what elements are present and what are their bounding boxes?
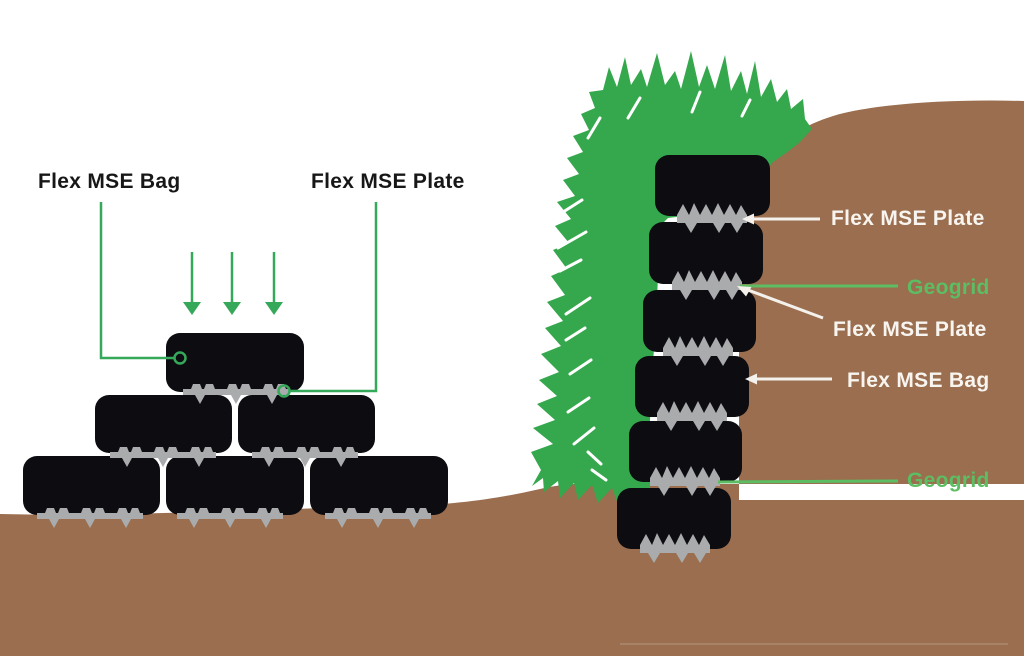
pyramid-bag-bottom-mid [166, 456, 304, 515]
grass-highlights [556, 90, 752, 482]
pyramid-bag-bottom-right [310, 456, 448, 515]
bags [23, 155, 770, 549]
right-arrowheads [737, 213, 757, 385]
right-plate-label-mid: Flex MSE Plate [833, 318, 987, 341]
left-bag-label: Flex MSE Bag [38, 170, 181, 193]
wall-bag-2 [649, 222, 763, 284]
right-plate-label-top: Flex MSE Plate [831, 207, 985, 230]
load-arrow-2-head [223, 302, 241, 315]
wall-bag-1 [655, 155, 770, 216]
plate-mid-arrow-shaft [747, 288, 824, 320]
pyramid-bag-mid-left [95, 395, 232, 453]
pyramid-plate-bottom-left [37, 508, 143, 528]
plate-callout-line [290, 202, 378, 393]
left-arrowheads [183, 302, 283, 315]
wall-bag-3 [643, 290, 756, 352]
pyramid-bag-top [166, 333, 304, 392]
geogrid-label-top: Geogrid [907, 276, 990, 299]
plate-mid-arrow-head [737, 286, 752, 297]
pyramid-bag-mid-right [238, 395, 375, 453]
pyramid-plate-bottom-mid [177, 508, 283, 528]
bag-callout-line [99, 202, 174, 360]
plate-callout-ring [277, 384, 291, 398]
left-plate-label: Flex MSE Plate [311, 170, 465, 193]
pyramid-plate-mid-right [252, 447, 358, 467]
pyramid-plate-top [183, 384, 289, 404]
geogrid-lines [717, 284, 899, 484]
pyramid-plate-bottom-right [325, 508, 431, 528]
wall-bag-5 [629, 421, 742, 482]
wall-bag-6 [617, 488, 731, 549]
pyramid-bag-bottom-left [23, 456, 160, 515]
bag-arrow-head [745, 373, 757, 385]
geogrid-line-bottom [717, 479, 899, 484]
pyramid-plate-mid-left [110, 447, 216, 467]
plate-top-arrow-head [742, 213, 754, 225]
right-annotation-lines [747, 217, 832, 381]
bag-callout-ring [173, 351, 187, 365]
load-arrow-1-head [183, 302, 201, 315]
left-annotations [99, 202, 378, 398]
right-bag-label: Flex MSE Bag [847, 369, 990, 392]
wall-bag-4 [635, 356, 749, 417]
load-arrow-3-head [265, 302, 283, 315]
geogrid-label-bottom: Geogrid [907, 469, 990, 492]
